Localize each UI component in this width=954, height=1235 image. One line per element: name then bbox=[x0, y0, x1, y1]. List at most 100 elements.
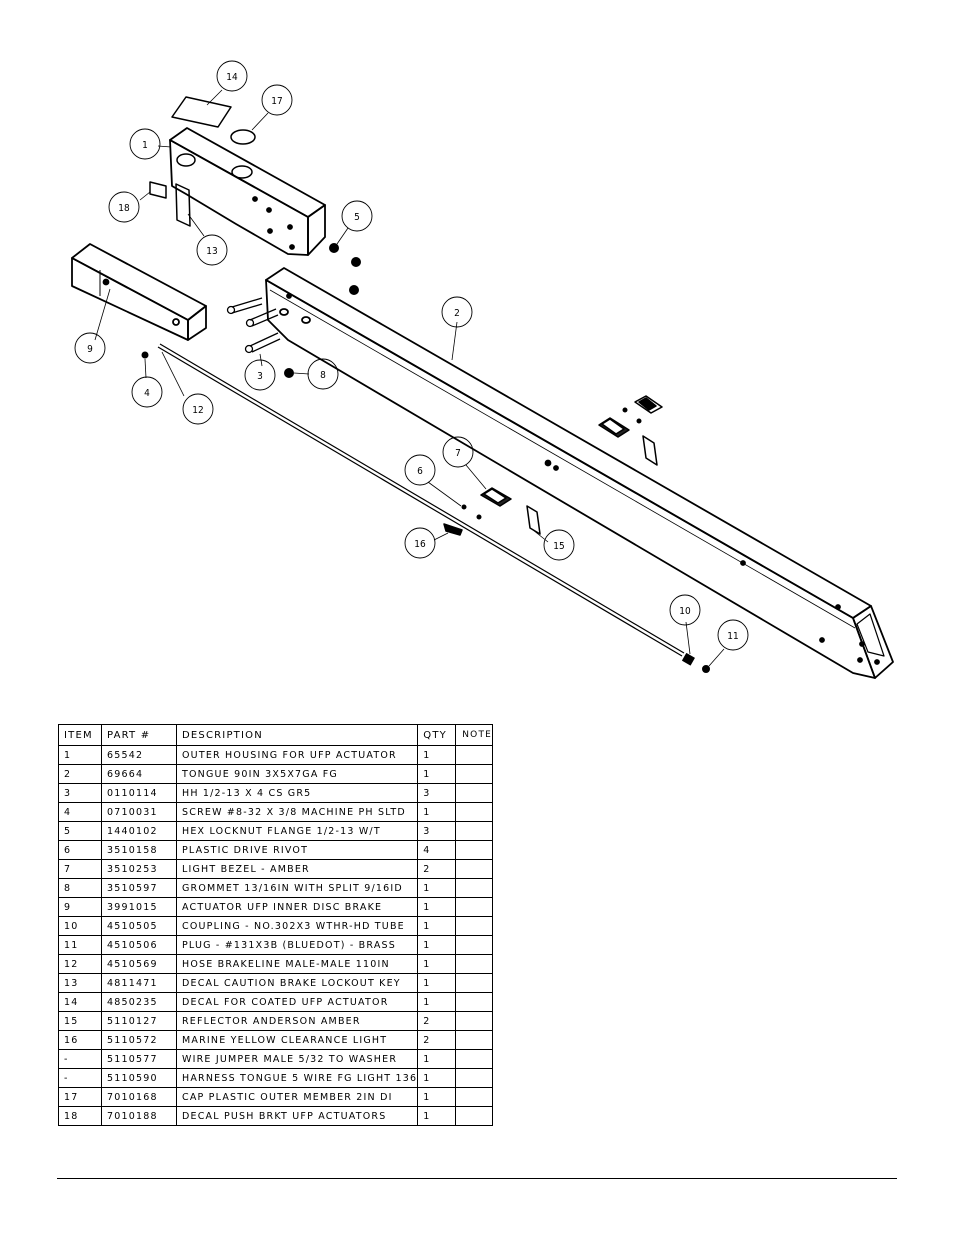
cell-part: 4811471 bbox=[101, 973, 177, 993]
cell-item: 15 bbox=[58, 1011, 102, 1031]
cell-part: 65542 bbox=[101, 745, 177, 765]
cell-part: 5110127 bbox=[101, 1011, 177, 1031]
cell-description: HARNESS TONGUE 5 WIRE FG LIGHT 136 bbox=[175, 1068, 419, 1088]
cell-part: 5110590 bbox=[101, 1068, 177, 1088]
cell-qty: 2 bbox=[417, 859, 457, 879]
cell-description: LIGHT BEZEL - AMBER bbox=[175, 859, 419, 879]
cell-description: OUTER HOUSING FOR UFP ACTUATOR bbox=[175, 745, 419, 765]
cell-note bbox=[455, 897, 494, 917]
brake-hose-12 bbox=[157, 343, 685, 657]
balloon-label: 10 bbox=[679, 606, 691, 617]
cell-item: 14 bbox=[58, 992, 102, 1012]
cell-qty: 1 bbox=[417, 992, 457, 1012]
cell-part: 5110572 bbox=[101, 1030, 177, 1050]
decal-14 bbox=[171, 89, 232, 128]
balloon-label: 12 bbox=[192, 405, 203, 416]
cell-note bbox=[455, 1011, 494, 1031]
clearance-light-16 bbox=[433, 523, 463, 541]
balloon-label: 7 bbox=[455, 448, 461, 459]
outer-housing-1 bbox=[157, 127, 326, 256]
plug-11 bbox=[702, 648, 725, 673]
tongue-2 bbox=[265, 267, 894, 679]
grommet-8 bbox=[284, 368, 310, 378]
cell-part: 7010168 bbox=[101, 1087, 177, 1107]
cell-part: 3510253 bbox=[101, 859, 177, 879]
cell-item: 8 bbox=[58, 878, 102, 898]
cell-note bbox=[455, 859, 494, 879]
cell-note bbox=[455, 840, 494, 860]
cell-qty: 2 bbox=[417, 1011, 457, 1031]
cell-qty: 1 bbox=[417, 802, 457, 822]
cell-part: 69664 bbox=[101, 764, 177, 784]
cell-qty: 1 bbox=[417, 935, 457, 955]
callout-balloons: 14 17 1 18 13 5 9 2 3 8 4 12 7 6 16 15 1… bbox=[74, 60, 749, 651]
decal-13 bbox=[175, 183, 205, 237]
cell-description: HEX LOCKNUT FLANGE 1/2-13 W/T bbox=[175, 821, 419, 841]
cell-note bbox=[455, 1049, 494, 1069]
locknuts-5 bbox=[329, 227, 361, 295]
cell-note bbox=[455, 878, 494, 898]
cell-qty: 2 bbox=[417, 1030, 457, 1050]
balloon-label: 16 bbox=[414, 539, 426, 550]
cell-part: 5110577 bbox=[101, 1049, 177, 1069]
cell-qty: 1 bbox=[417, 897, 457, 917]
cell-item: 13 bbox=[58, 973, 102, 993]
balloon-label: 18 bbox=[118, 203, 130, 214]
cell-item: 4 bbox=[58, 802, 102, 822]
cell-description: CAP PLASTIC OUTER MEMBER 2IN DI bbox=[175, 1087, 419, 1107]
actuator-9 bbox=[71, 243, 207, 341]
cell-part: 3510158 bbox=[101, 840, 177, 860]
balloon-label: 5 bbox=[354, 212, 360, 223]
cell-part: 3510597 bbox=[101, 878, 177, 898]
reflectors-15 bbox=[526, 435, 658, 543]
cell-qty: 3 bbox=[417, 821, 457, 841]
cell-description: REFLECTOR ANDERSON AMBER bbox=[175, 1011, 419, 1031]
cell-description: ACTUATOR UFP INNER DISC BRAKE bbox=[175, 897, 419, 917]
exploded-assembly-drawing: 14 17 1 18 13 5 9 2 3 8 4 12 7 6 16 15 1… bbox=[71, 60, 894, 679]
cell-description: TONGUE 90IN 3X5X7GA FG bbox=[175, 764, 419, 784]
cell-item: - bbox=[58, 1068, 102, 1088]
cell-part: 1440102 bbox=[101, 821, 177, 841]
cell-note bbox=[455, 821, 494, 841]
cell-note bbox=[455, 1087, 494, 1107]
balloon-label: 15 bbox=[553, 541, 564, 552]
cell-qty: 3 bbox=[417, 783, 457, 803]
cell-item: 7 bbox=[58, 859, 102, 879]
cell-qty: 1 bbox=[417, 916, 457, 936]
cell-item: 6 bbox=[58, 840, 102, 860]
cell-note bbox=[455, 954, 494, 974]
cell-description: GROMMET 13/16IN WITH SPLIT 9/16ID bbox=[175, 878, 419, 898]
cell-note bbox=[455, 973, 494, 993]
header-item: ITEM bbox=[58, 724, 102, 746]
cell-note bbox=[455, 1068, 494, 1088]
light-bezels-7 bbox=[465, 395, 663, 507]
cell-item: 18 bbox=[58, 1106, 102, 1126]
header-description: DESCRIPTION bbox=[175, 724, 419, 746]
cell-description: WIRE JUMPER MALE 5/32 TO WASHER bbox=[175, 1049, 419, 1069]
cell-note bbox=[455, 802, 494, 822]
cell-item: 16 bbox=[58, 1030, 102, 1050]
cell-description: HOSE BRAKELINE MALE-MALE 110IN bbox=[175, 954, 419, 974]
header-qty: QTY bbox=[417, 724, 457, 746]
header-part-number: PART # bbox=[101, 724, 177, 746]
cell-part: 4510569 bbox=[101, 954, 177, 974]
footer-rule bbox=[57, 1178, 897, 1179]
cell-description: SCREW #8-32 X 3/8 MACHINE PH SLTD bbox=[175, 802, 419, 822]
cell-item: 5 bbox=[58, 821, 102, 841]
table-header-row: ITEM PART # DESCRIPTION QTY NOTE bbox=[58, 724, 494, 746]
cell-note bbox=[455, 1106, 494, 1126]
